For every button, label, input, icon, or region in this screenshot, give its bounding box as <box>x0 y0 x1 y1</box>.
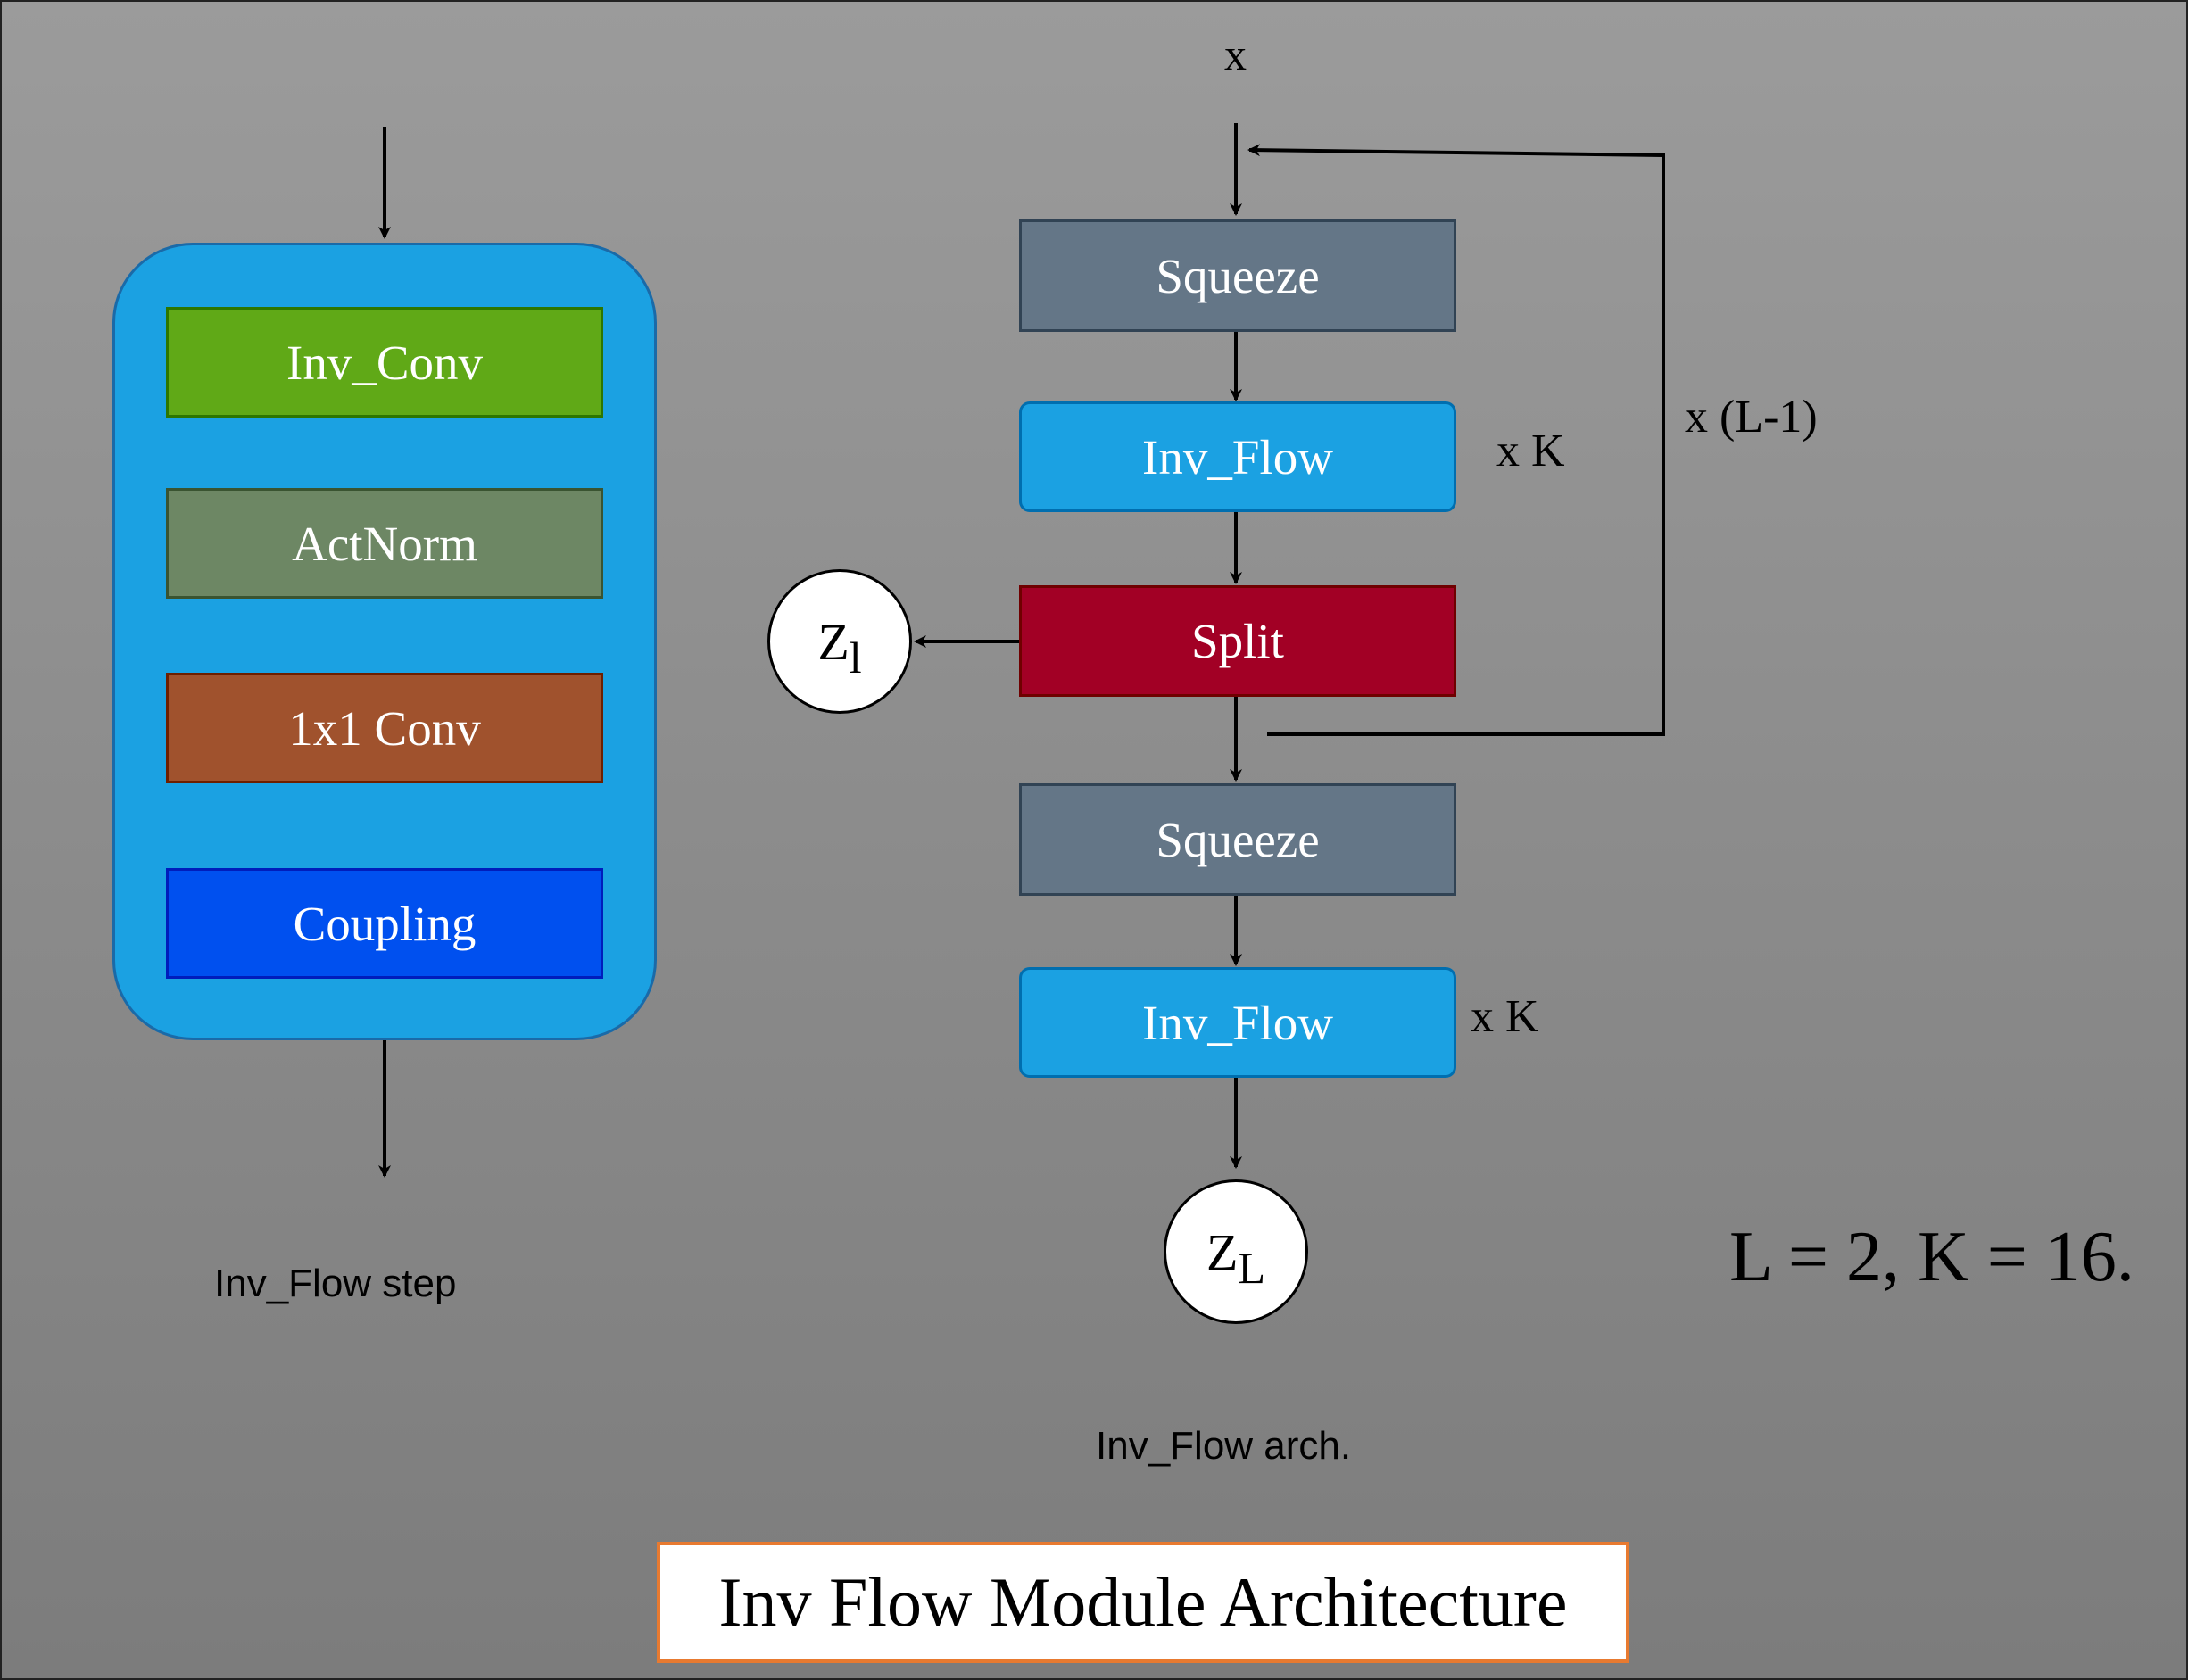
loop-count-label: x (L-1) <box>1685 392 1818 443</box>
actnorm-block: ActNorm <box>166 488 603 599</box>
latent-z-large-sub: L <box>1238 1243 1265 1293</box>
latent-z-large-base: Z <box>1206 1222 1239 1281</box>
inv-flow-block-2: Inv_Flow <box>1019 967 1456 1078</box>
inv-conv-block: Inv_Conv <box>166 307 603 418</box>
split-block: Split <box>1019 585 1456 697</box>
conv-1x1-block: 1x1 Conv <box>166 673 603 783</box>
loop-back-arrow <box>1247 144 1665 736</box>
diagram-title: Inv Flow Module Architecture <box>657 1542 1629 1663</box>
squeeze-block-2: Squeeze <box>1019 783 1456 896</box>
params-label: L = 2, K = 16. <box>1729 1218 2134 1296</box>
arch-caption: Inv_Flow arch. <box>1096 1424 1352 1468</box>
inv-flow-block-1: Inv_Flow <box>1019 401 1456 512</box>
latent-z-small-sub: l <box>849 633 862 683</box>
flow-1-repeat-label: x K <box>1496 426 1565 476</box>
squeeze-block-1: Squeeze <box>1019 219 1456 332</box>
latent-z-small-base: Z <box>817 612 850 671</box>
arch-input-label: x <box>1224 29 1247 79</box>
step-caption: Inv_Flow step <box>214 1262 457 1305</box>
coupling-block: Coupling <box>166 868 603 979</box>
flow-2-repeat-label: x K <box>1471 991 1539 1042</box>
